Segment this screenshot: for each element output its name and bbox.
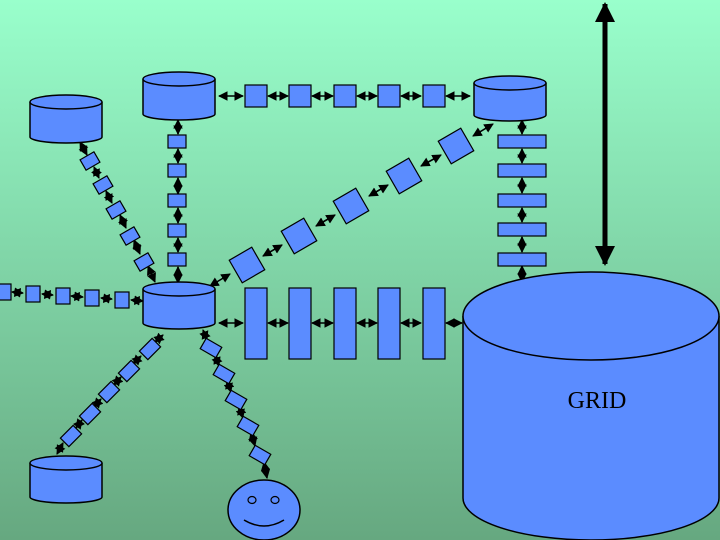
node-box xyxy=(280,217,318,255)
node-box xyxy=(377,287,401,360)
grid-database-icon xyxy=(462,271,720,540)
node-box xyxy=(437,127,475,165)
link xyxy=(130,295,144,306)
node-box xyxy=(97,380,121,404)
node-box xyxy=(332,187,370,225)
node-box xyxy=(288,84,312,108)
link xyxy=(70,291,84,302)
node-box xyxy=(59,424,83,448)
link xyxy=(472,123,494,137)
link xyxy=(315,214,336,227)
node-box xyxy=(79,150,101,172)
node-box xyxy=(244,84,268,108)
node-box xyxy=(377,84,401,108)
node-box xyxy=(84,289,100,307)
link xyxy=(131,354,143,366)
node-box xyxy=(497,252,547,267)
link xyxy=(209,273,231,287)
node-box xyxy=(25,285,41,303)
node-box xyxy=(199,337,223,359)
node-box xyxy=(167,223,187,238)
node-box xyxy=(497,193,547,208)
node-box xyxy=(385,157,423,195)
node-box xyxy=(333,84,357,108)
node-box xyxy=(167,193,187,208)
link xyxy=(72,418,86,430)
links-layer xyxy=(11,91,527,479)
node-box xyxy=(117,359,141,383)
node-box xyxy=(105,199,127,221)
node-box xyxy=(114,291,130,309)
node-box xyxy=(333,287,357,360)
node-box xyxy=(422,84,446,108)
node-box xyxy=(167,134,187,149)
node-box xyxy=(224,389,248,411)
database-icon-lower-left xyxy=(29,455,103,504)
link xyxy=(132,239,142,255)
link xyxy=(103,190,115,204)
database-icon-hub xyxy=(142,281,216,330)
link xyxy=(91,166,102,179)
link xyxy=(368,184,389,197)
node-box xyxy=(497,134,547,149)
node-box xyxy=(212,363,236,385)
node-box xyxy=(228,246,266,284)
node-box xyxy=(138,337,162,361)
node-box xyxy=(497,222,547,237)
link xyxy=(111,375,124,387)
node-box xyxy=(0,283,12,301)
link xyxy=(118,214,128,229)
node-box xyxy=(236,415,260,437)
grid-label: GRID xyxy=(568,388,627,414)
link xyxy=(78,141,89,156)
link xyxy=(262,244,283,257)
link xyxy=(100,293,113,304)
node-box xyxy=(167,252,187,267)
node-box xyxy=(248,444,272,466)
link xyxy=(41,289,54,300)
node-box xyxy=(55,287,71,305)
node-box xyxy=(497,163,547,178)
database-icon-top-right xyxy=(473,75,547,122)
link xyxy=(54,442,66,455)
node-box xyxy=(92,174,114,196)
database-icon-upper-left xyxy=(29,94,103,144)
node-box xyxy=(167,163,187,178)
node-box xyxy=(133,251,155,273)
link xyxy=(11,287,24,298)
link xyxy=(147,265,156,283)
node-box xyxy=(288,287,312,360)
node-box xyxy=(244,287,268,360)
node-box xyxy=(119,225,141,247)
database-icon-top xyxy=(142,71,216,121)
link xyxy=(420,154,442,167)
node-box xyxy=(422,287,446,360)
user-smiley-icon xyxy=(227,479,301,540)
node-box xyxy=(78,402,102,426)
link xyxy=(153,332,165,345)
nodes-layer xyxy=(0,84,547,466)
